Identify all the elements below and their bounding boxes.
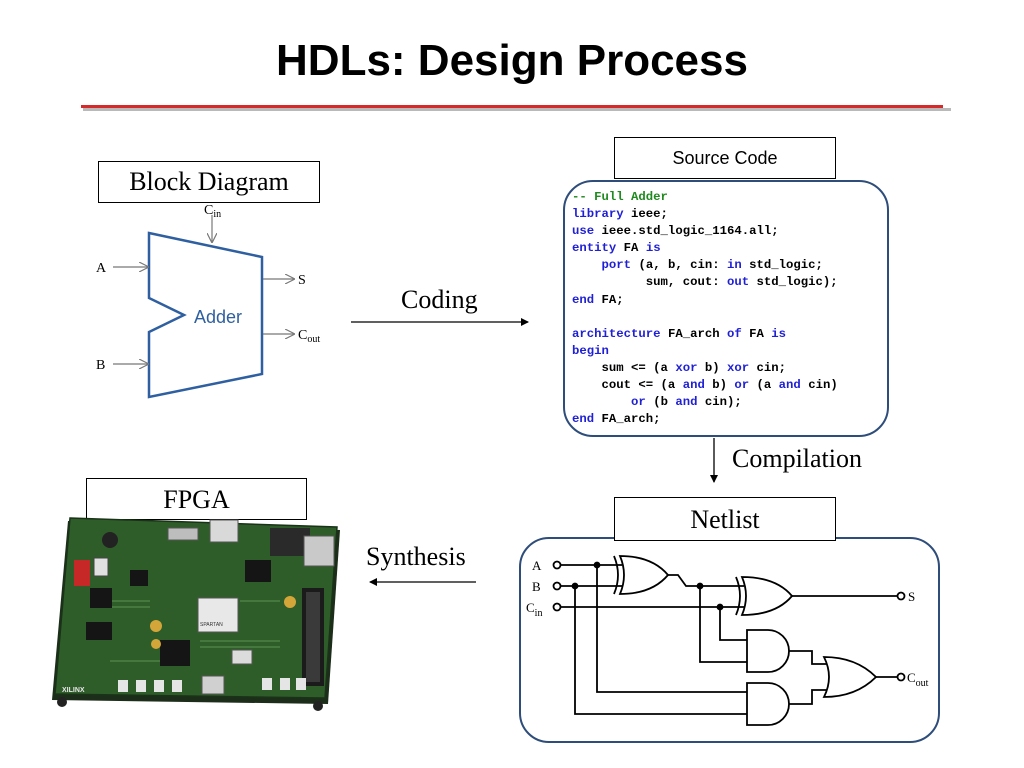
adder-shape bbox=[147, 231, 264, 399]
vhdl-code: -- Full Adder library ieee; use ieee.std_l… bbox=[572, 189, 838, 428]
adder-output-cout: Cout bbox=[298, 328, 320, 345]
block-diagram-label: Block Diagram bbox=[98, 161, 320, 203]
adder-output-s: S bbox=[298, 273, 306, 288]
synthesis-step-label: Synthesis bbox=[366, 542, 466, 571]
board-brand-label: XILINX bbox=[62, 687, 85, 694]
compilation-step-label: Compilation bbox=[732, 444, 862, 473]
netlist-input-b: B bbox=[532, 579, 541, 594]
title-rule bbox=[81, 105, 943, 108]
netlist-output-s: S bbox=[908, 589, 915, 604]
fpga-board-image: SPARTAN XILINX bbox=[52, 517, 340, 711]
source-code-label: Source Code bbox=[614, 137, 836, 179]
netlist-schematic bbox=[552, 555, 906, 726]
board-chip-label: SPARTAN bbox=[200, 622, 223, 628]
netlist-output-cout: Cout bbox=[907, 670, 929, 689]
source-code-panel bbox=[563, 180, 889, 437]
code-line: architecture FA_arch of FA is bbox=[572, 326, 787, 341]
adder-input-b: B bbox=[96, 358, 105, 373]
code-line: library ieee; bbox=[572, 207, 668, 222]
fpga-label: FPGA bbox=[86, 478, 307, 520]
code-line: -- Full Adder bbox=[572, 190, 668, 204]
code-line: sum <= (a xor b) xor cin; bbox=[572, 360, 787, 375]
code-line: end FA; bbox=[572, 292, 624, 307]
page-title: HDLs: Design Process bbox=[276, 36, 748, 85]
netlist-label: Netlist bbox=[614, 497, 836, 541]
adder-input-a: A bbox=[96, 261, 107, 276]
code-line: sum, cout: out std_logic); bbox=[572, 275, 838, 290]
netlist-input-cin: Cin bbox=[526, 600, 542, 619]
netlist-input-a: A bbox=[532, 558, 542, 573]
title-rule-shadow bbox=[83, 108, 951, 111]
adder-block: Adder A B Cin S Cout bbox=[96, 203, 320, 399]
code-line: begin bbox=[572, 343, 609, 358]
code-line: use ieee.std_logic_1164.all; bbox=[572, 224, 779, 239]
code-line: end FA_arch; bbox=[572, 412, 661, 427]
code-line: port (a, b, cin: in std_logic; bbox=[601, 258, 823, 273]
adder-input-cin: Cin bbox=[204, 203, 221, 220]
code-line: entity FA is bbox=[572, 241, 661, 256]
coding-step-label: Coding bbox=[401, 285, 478, 314]
code-line: cout <= (a and b) or (a and cin) bbox=[572, 378, 838, 393]
adder-label: Adder bbox=[194, 307, 242, 327]
code-line: or (b and cin); bbox=[631, 395, 742, 410]
